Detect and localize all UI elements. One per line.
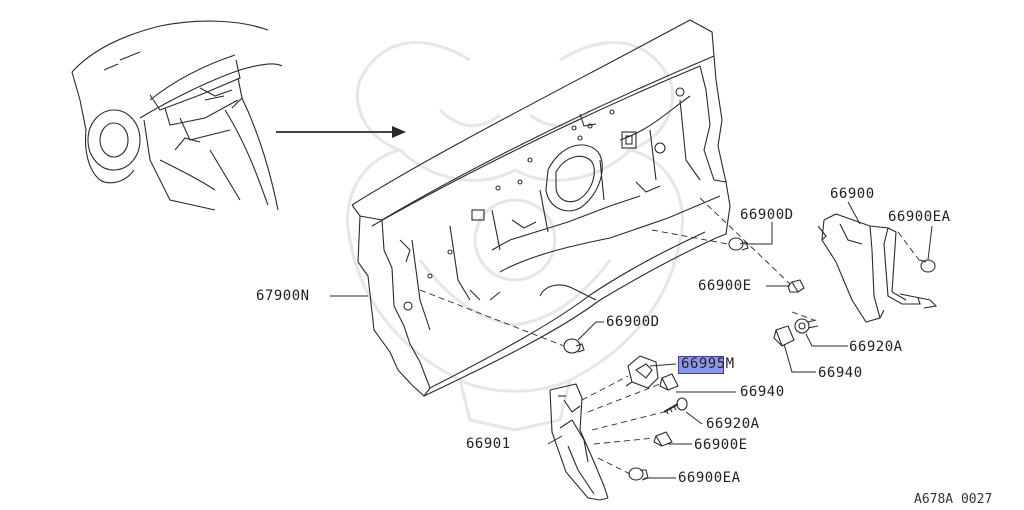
part-label-66940-right[interactable]: 66940 [818,365,863,381]
part-label-66995m-highlight: ​ [678,356,724,374]
part-label-66995m[interactable]: ​66995M [678,356,734,374]
part-label-66901[interactable]: 66901 [466,436,511,452]
part-label-66900e-right[interactable]: 66900E [698,278,752,294]
part-label-66995m-text: 66995M [681,356,735,372]
dash-insulator-panel [351,19,731,397]
part-label-66900e-left[interactable]: 66900E [694,437,748,453]
assembly-lines [419,197,923,475]
part-label-66920a-left[interactable]: 66920A [706,416,760,432]
leader-lines [330,201,933,479]
part-label-67900n[interactable]: 67900N [256,288,310,304]
part-label-66940-left[interactable]: 66940 [740,384,785,400]
part-label-66900d-top[interactable]: 66900D [740,207,794,223]
fasteners [563,237,936,481]
watermark-logo [345,41,685,432]
direction-arrow [276,126,406,138]
part-label-66900ea-left[interactable]: 66900EA [678,470,741,486]
part-label-66900ea-right[interactable]: 66900EA [888,209,951,225]
side-trim-bracket-right [817,213,938,323]
car-inset-illustration [71,20,283,211]
side-trim-bracket-left [549,383,609,501]
diagram-code: A678A 0027 [914,492,993,507]
clip-66995m [625,355,659,389]
part-label-66920a-right[interactable]: 66920A [849,339,903,355]
part-label-66900d-mid[interactable]: 66900D [606,314,660,330]
part-label-66900[interactable]: 66900 [830,186,875,202]
